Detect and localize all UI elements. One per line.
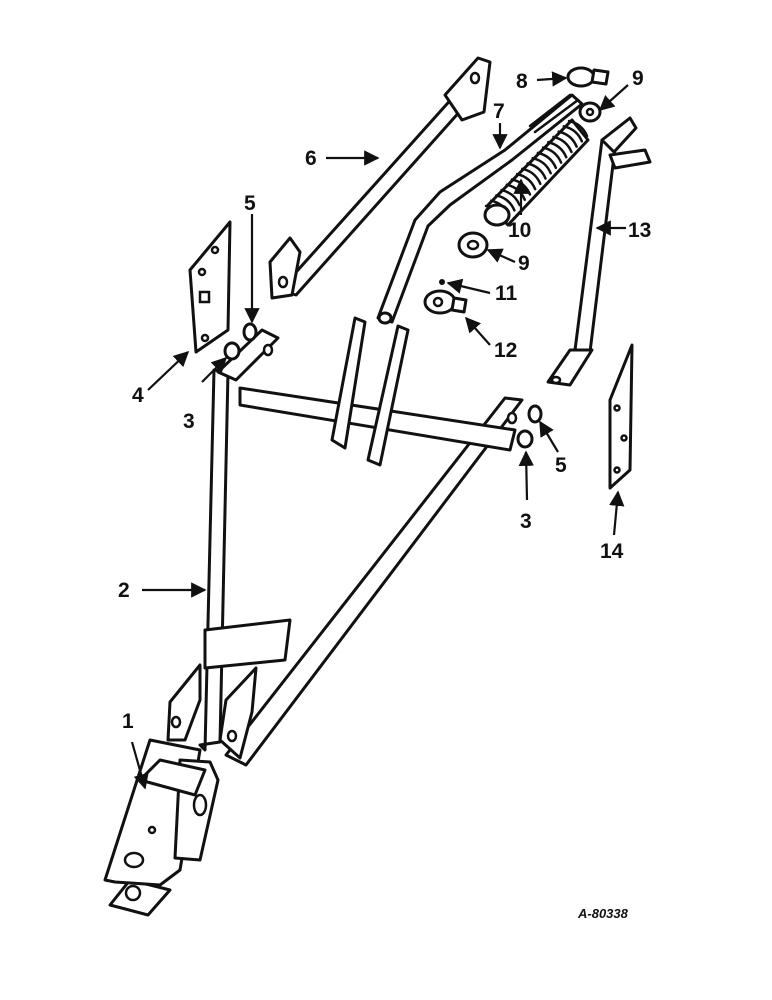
part-plate-left <box>188 220 232 354</box>
callout-5-left: 5 <box>244 192 256 215</box>
part-nut-left-5 <box>242 322 258 342</box>
callout-8: 8 <box>516 70 528 93</box>
part-nut-right-5 <box>527 404 543 424</box>
part-plate-right <box>608 343 634 490</box>
part-rod <box>376 93 584 325</box>
part-washer-top <box>578 101 602 123</box>
part-swivel <box>423 289 468 315</box>
callout-6: 6 <box>305 147 317 170</box>
drawing-reference-code: A-80338 <box>577 906 629 921</box>
part-pin <box>439 279 445 285</box>
part-link-left <box>268 56 492 300</box>
callout-4: 4 <box>132 384 144 407</box>
callout-3-left: 3 <box>183 410 195 433</box>
part-wing-nut <box>566 66 610 88</box>
callout-12: 12 <box>494 339 517 362</box>
callout-10: 10 <box>508 219 531 242</box>
part-link-right <box>546 116 652 387</box>
part-nut-right-3 <box>516 429 534 449</box>
part-spring <box>483 118 590 227</box>
callout-3-right: 3 <box>520 510 532 533</box>
callout-1: 1 <box>122 710 134 733</box>
part-washer-bottom <box>457 231 489 259</box>
leader-lines <box>130 71 629 790</box>
callout-14: 14 <box>600 540 624 563</box>
callout-5-right: 5 <box>555 454 567 477</box>
part-nut-left-3 <box>223 341 241 361</box>
part-a-frame <box>166 316 524 767</box>
callout-9-top: 9 <box>632 67 644 90</box>
callout-9-bottom: 9 <box>518 252 530 275</box>
callout-2: 2 <box>118 579 130 602</box>
part-clevis-hitch <box>103 738 220 917</box>
callout-7: 7 <box>493 100 505 123</box>
callout-11: 11 <box>495 282 518 305</box>
callout-13: 13 <box>628 219 651 242</box>
